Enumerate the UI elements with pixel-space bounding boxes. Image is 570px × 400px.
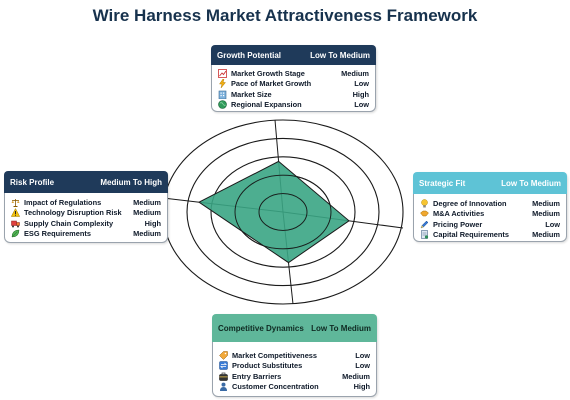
- pen-icon: [420, 220, 429, 229]
- growth-potential-card: Growth Potential Low To Medium Market Gr…: [211, 45, 376, 112]
- handshake-icon: [420, 209, 429, 218]
- globe-icon: [218, 100, 227, 110]
- list-item: Degree of Innovation Medium: [420, 198, 560, 209]
- list-item: Technology Disruption Risk Medium: [11, 208, 161, 219]
- competitive-dynamics-title: Competitive Dynamics: [218, 323, 304, 333]
- growth-potential-title: Growth Potential: [217, 50, 281, 60]
- list-item: Market Competitiveness Low: [219, 350, 370, 361]
- scales-icon: [11, 198, 20, 207]
- list-item: Supply Chain Complexity High: [11, 218, 161, 229]
- truck-icon: [11, 219, 20, 228]
- radar-inner-ring: [234, 174, 332, 250]
- strategic-fit-rating: Low To Medium: [501, 178, 561, 188]
- strategic-fit-card: Strategic Fit Low To Medium Degree of In…: [413, 172, 567, 242]
- list-item: Market Growth Stage Medium: [218, 68, 369, 79]
- tag-icon: [219, 351, 228, 360]
- radar-score-area: [198, 160, 350, 264]
- list-item: Regional Expansion Low: [218, 100, 369, 111]
- radar-ring: [210, 156, 356, 268]
- person-icon: [219, 382, 228, 392]
- leaf-icon: [11, 229, 20, 238]
- strategic-fit-header: Strategic Fit Low To Medium: [413, 172, 567, 194]
- lightning-icon: [218, 79, 227, 89]
- radar-inner-ring: [258, 193, 308, 231]
- risk-profile-card: Risk Profile Medium To High Impact of Re…: [4, 171, 168, 243]
- competitive-dynamics-header: Competitive Dynamics Low To Medium: [212, 314, 377, 342]
- risk-profile-header: Risk Profile Medium To High: [4, 171, 168, 193]
- growth-potential-header: Growth Potential Low To Medium: [211, 45, 376, 65]
- list-item: Product Substitutes Low: [219, 361, 370, 372]
- list-item: Pricing Power Low: [420, 219, 560, 230]
- chart-icon: [218, 68, 227, 78]
- radar-inner-rings: [234, 174, 332, 250]
- swap-icon: [219, 361, 228, 370]
- list-item: Entry Barriers Medium: [219, 371, 370, 382]
- list-item: Impact of Regulations Medium: [11, 197, 161, 208]
- document-icon: [420, 230, 429, 240]
- page-title: Wire Harness Market Attractiveness Frame…: [92, 6, 478, 25]
- competitive-dynamics-card: Competitive Dynamics Low To Medium Marke…: [212, 314, 377, 397]
- list-item: Capital Requirements Medium: [420, 230, 560, 241]
- list-item: Market Size High: [218, 89, 369, 100]
- briefcase-icon: [219, 372, 228, 381]
- strategic-fit-title: Strategic Fit: [419, 178, 466, 188]
- list-item: Customer Concentration High: [219, 382, 370, 393]
- list-item: M&A Activities Medium: [420, 209, 560, 220]
- warning-icon: [11, 208, 20, 217]
- lightbulb-icon: [420, 199, 429, 208]
- growth-potential-rating: Low To Medium: [310, 50, 370, 60]
- risk-profile-title: Risk Profile: [10, 177, 55, 187]
- list-item: Pace of Market Growth Low: [218, 79, 369, 90]
- risk-profile-rating: Medium To High: [100, 177, 162, 187]
- building-icon: [218, 90, 227, 99]
- radar-ring: [186, 137, 380, 287]
- competitive-dynamics-rating: Low To Medium: [311, 323, 371, 333]
- list-item: ESG Requirements Medium: [11, 229, 161, 240]
